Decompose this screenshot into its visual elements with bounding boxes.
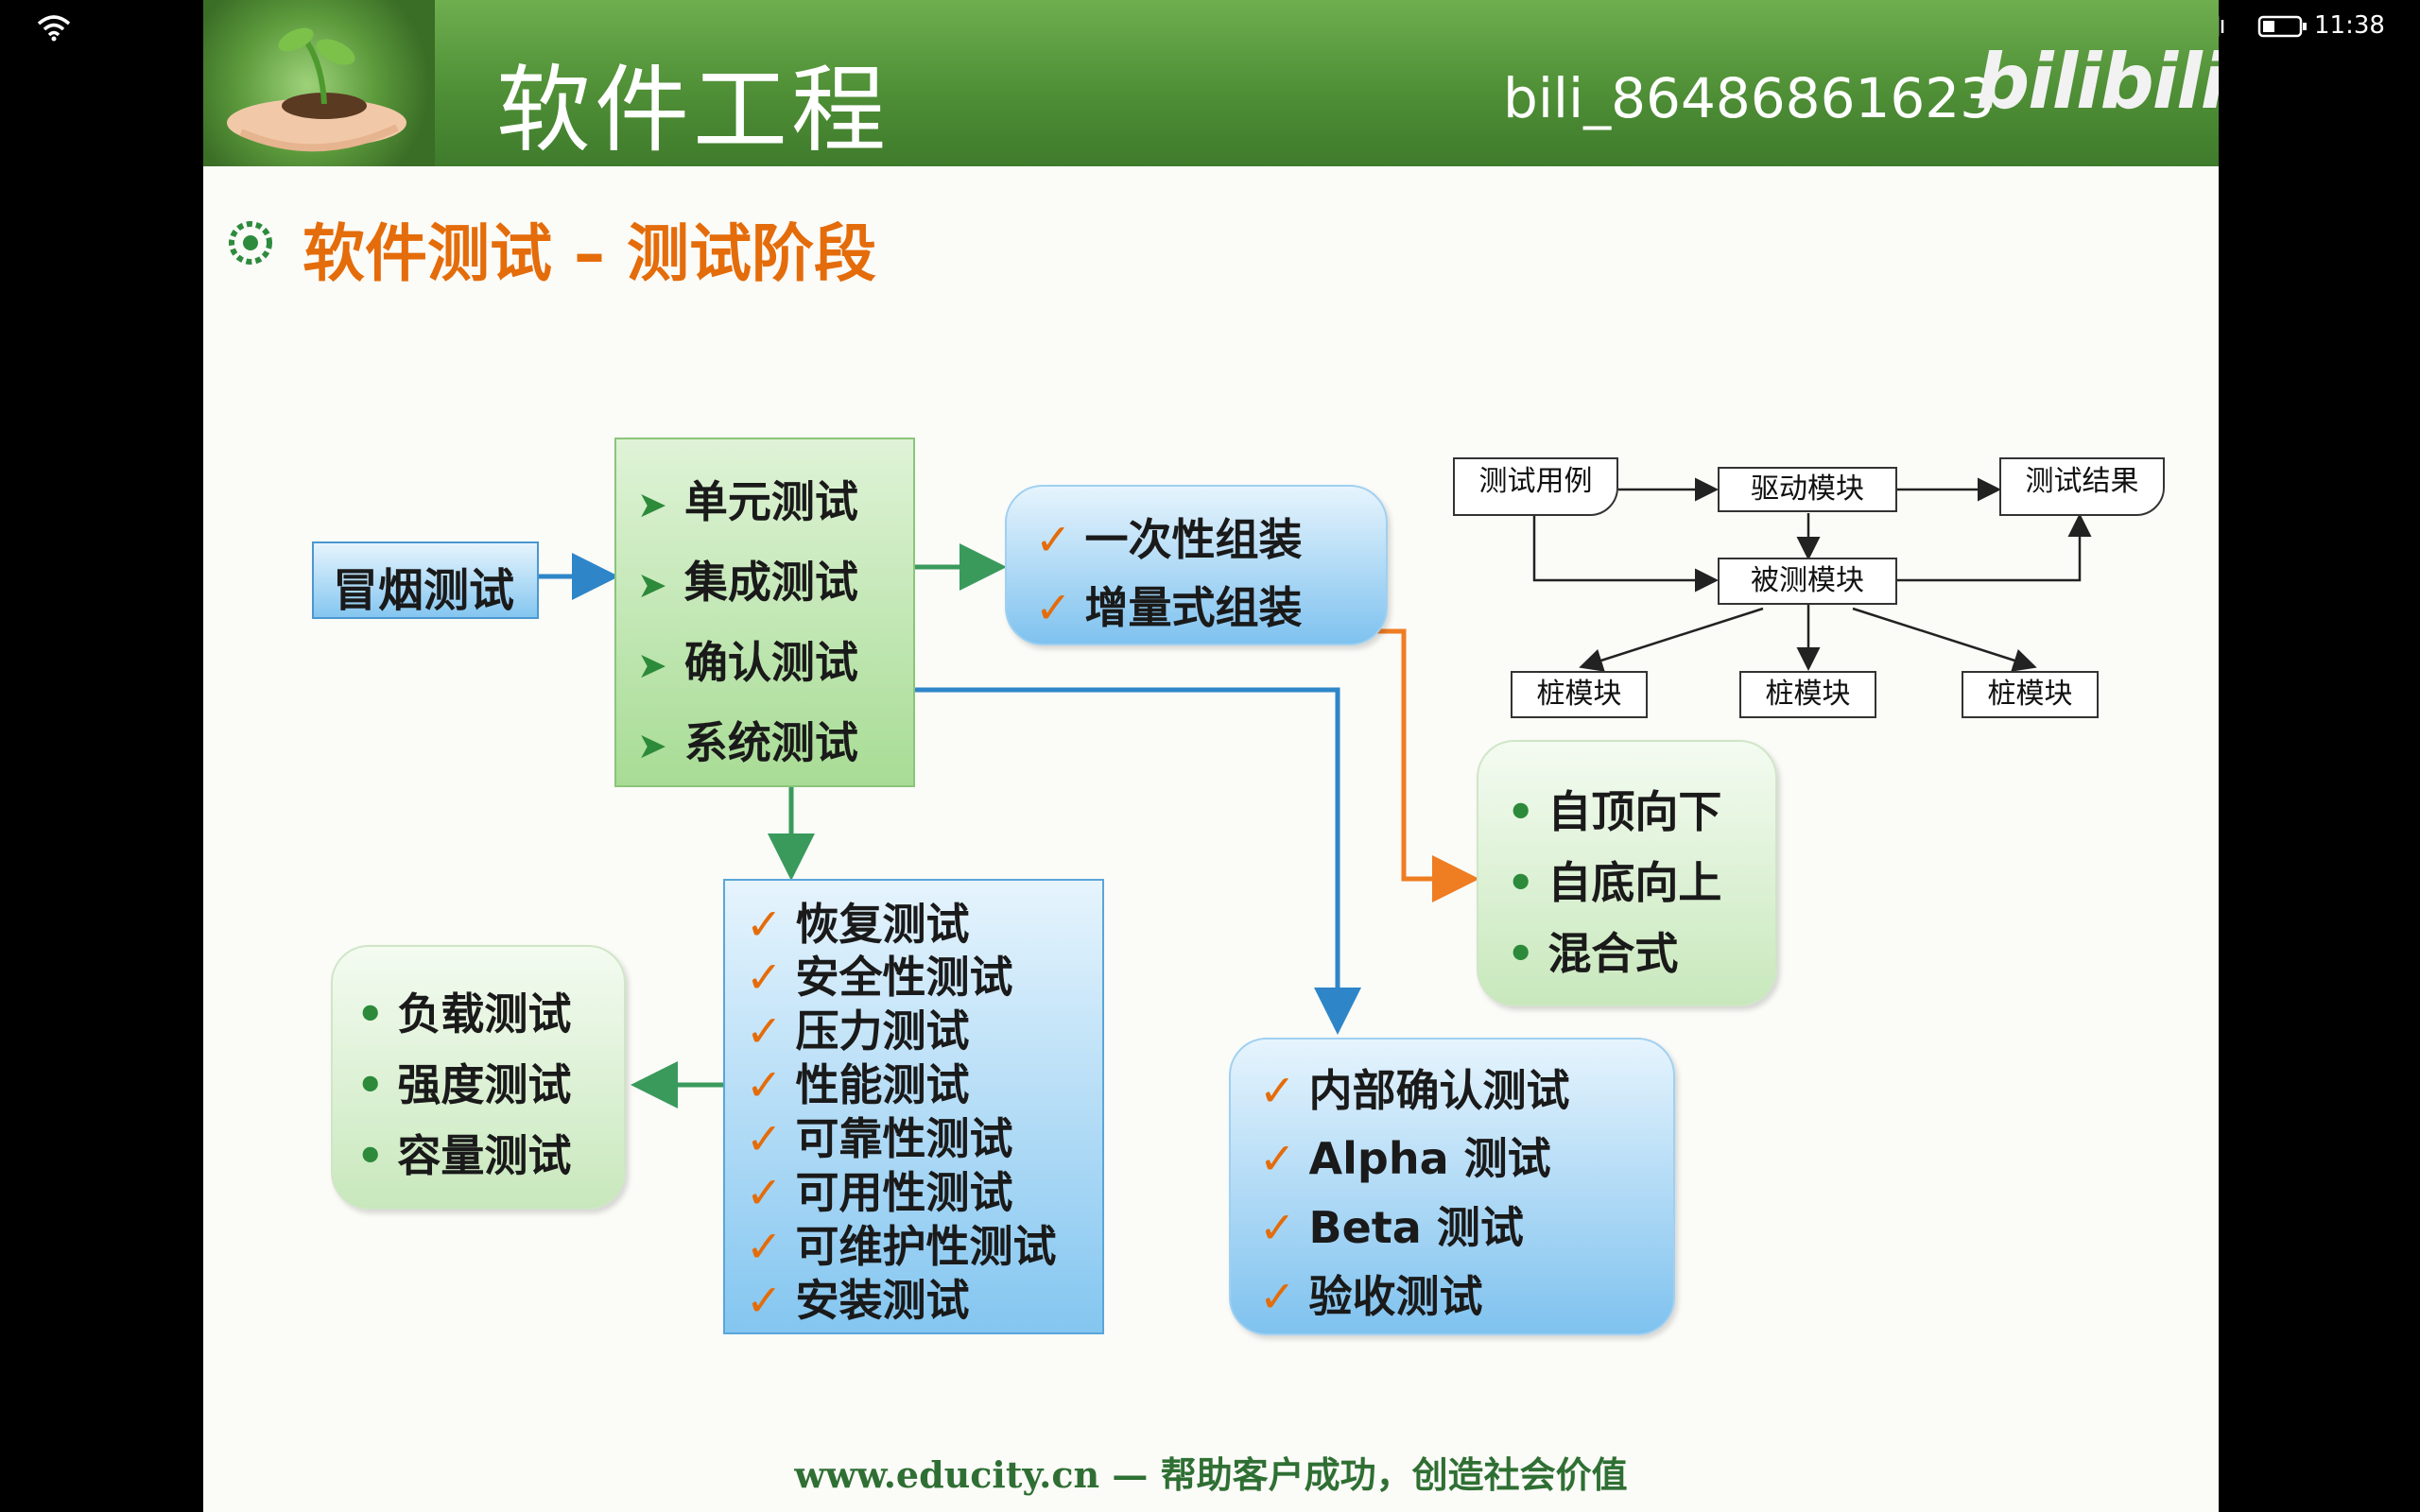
slide-footer: www.educity.cn — 帮助客户成功，创造社会价值 xyxy=(794,1453,1628,1496)
incremental-strategies-box: •自顶向下 •自底向上 •混合式 xyxy=(1477,740,1777,1006)
acceptance-item: ✓Beta 测试 xyxy=(1259,1202,1524,1253)
status-time: 11:38 xyxy=(2314,11,2385,40)
battery-icon xyxy=(2257,15,2307,38)
performance-test-item-volume: •容量测试 xyxy=(356,1130,572,1181)
system-tests-box: ✓恢复测试 ✓安全性测试 ✓压力测试 ✓性能测试 ✓可靠性测试 ✓可用性测试 ✓… xyxy=(723,879,1104,1334)
system-test-item: ✓可靠性测试 xyxy=(746,1113,1013,1164)
stub-module-box: 桩模块 xyxy=(1739,671,1876,718)
performance-tests-box: •负载测试 •强度测试 •容量测试 xyxy=(331,945,626,1210)
acceptance-item: ✓验收测试 xyxy=(1259,1271,1483,1322)
system-test-item: ✓性能测试 xyxy=(746,1059,970,1110)
method-item-one-shot: ✓一次性组装 xyxy=(1035,514,1303,565)
performance-test-item-load: •负载测试 xyxy=(356,988,572,1040)
slide-title: 软件测试 – 测试阶段 xyxy=(302,217,876,290)
test-results-doc: 测试结果 xyxy=(1999,457,2165,516)
test-stages-box: ➤单元测试 ➤集成测试 ➤确认测试 ➤系统测试 xyxy=(614,438,915,787)
test-cases-doc: 测试用例 xyxy=(1453,457,1618,516)
stage-item-unit: ➤单元测试 xyxy=(637,476,858,527)
slide: 软件工程 bili_86486861623 bilibili 软件测试 – 测试… xyxy=(203,0,2219,1512)
stub-module-box: 桩模块 xyxy=(1962,671,2099,718)
strategy-item-top-down: •自顶向下 xyxy=(1507,786,1722,837)
system-test-item: ✓可维护性测试 xyxy=(746,1221,1057,1272)
acceptance-item: ✓Alpha 测试 xyxy=(1259,1133,1551,1184)
performance-test-item-stress: •强度测试 xyxy=(356,1059,572,1110)
system-test-item: ✓恢复测试 xyxy=(746,899,970,950)
driver-module-box: 驱动模块 xyxy=(1718,467,1897,512)
stage-item-validation: ➤确认测试 xyxy=(637,637,858,688)
header-logo-image xyxy=(203,0,435,166)
flower-bullet-icon xyxy=(229,221,272,265)
system-test-item: ✓可用性测试 xyxy=(746,1167,1013,1218)
method-item-incremental: ✓增量式组装 xyxy=(1035,582,1303,633)
smoke-test-label: 冒烟测试 xyxy=(333,564,515,617)
acceptance-tests-box: ✓内部确认测试 ✓Alpha 测试 ✓Beta 测试 ✓验收测试 xyxy=(1229,1038,1675,1335)
module-under-test-box: 被测模块 xyxy=(1718,558,1897,605)
system-test-item: ✓压力测试 xyxy=(746,1005,970,1057)
strategy-item-bottom-up: •自底向上 xyxy=(1507,857,1722,908)
uploader-id-watermark: bili_86486861623 xyxy=(1503,66,1996,130)
system-test-item: ✓安装测试 xyxy=(746,1275,970,1326)
stage-item-system: ➤系统测试 xyxy=(637,717,858,768)
bilibili-logo: bilibili xyxy=(1976,38,2219,126)
arrow-incremental-to-strategies xyxy=(1115,628,1479,902)
stage-item-integration: ➤集成测试 xyxy=(637,557,858,608)
smoke-test-box: 冒烟测试 xyxy=(312,541,539,619)
strategy-item-hybrid: •混合式 xyxy=(1507,928,1679,979)
acceptance-item: ✓内部确认测试 xyxy=(1259,1065,1570,1116)
slide-header: 软件工程 bili_86486861623 bilibili xyxy=(203,0,2219,166)
stub-module-box: 桩模块 xyxy=(1511,671,1648,718)
system-test-item: ✓安全性测试 xyxy=(746,952,1013,1003)
integration-methods-box: ✓一次性组装 ✓增量式组装 xyxy=(1005,485,1388,645)
wifi-icon xyxy=(37,15,71,42)
course-title: 软件工程 xyxy=(496,55,890,165)
flow-connectors xyxy=(539,477,2092,1108)
